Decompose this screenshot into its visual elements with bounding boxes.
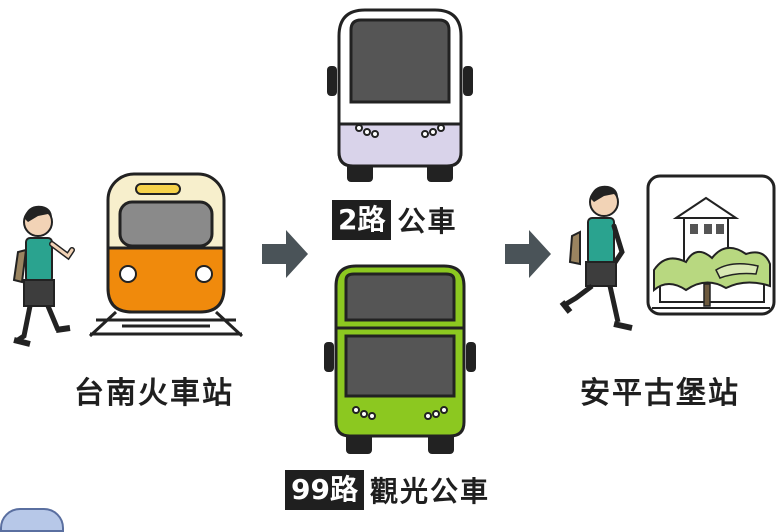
route-name: 公車	[397, 205, 458, 238]
origin-label: 台南火車站	[74, 376, 234, 411]
route-99-label: 99路 觀光公車	[285, 470, 490, 510]
route-number-badge: 99路	[285, 470, 364, 510]
walking-person-icon	[12, 205, 75, 347]
route-name: 觀光公車	[369, 475, 490, 508]
destination-label: 安平古堡站	[580, 376, 740, 411]
double-decker-bus-icon	[324, 264, 476, 454]
route-2-label: 2路 公車	[332, 200, 458, 240]
arrow-right-icon	[262, 230, 308, 278]
bus-icon	[327, 8, 473, 182]
train-icon	[88, 172, 244, 338]
running-person-icon	[559, 185, 633, 331]
arrow-right-icon	[505, 230, 551, 278]
route-number-badge: 2路	[332, 200, 392, 240]
fort-icon	[646, 174, 776, 316]
decorative-shape	[0, 508, 64, 532]
